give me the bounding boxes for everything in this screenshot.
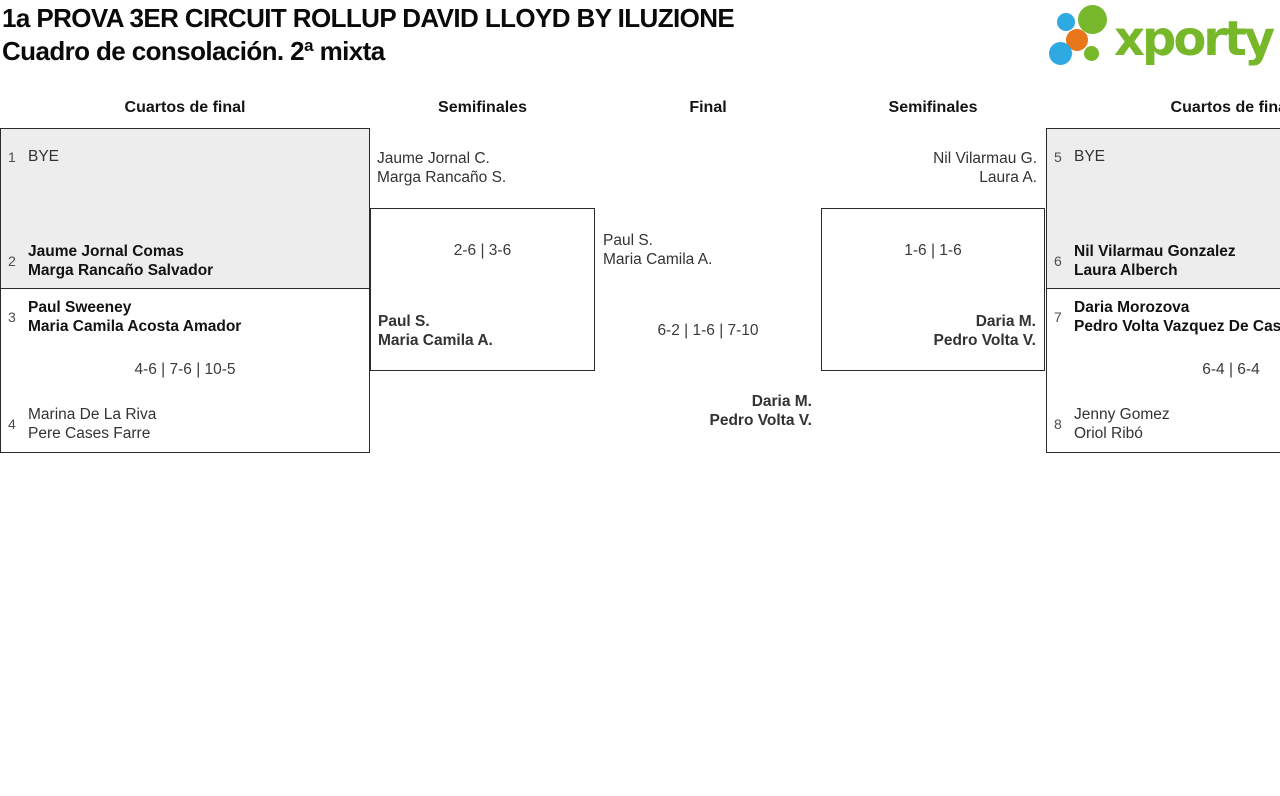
- player-name: Marga Rancaño Salvador: [28, 262, 214, 279]
- seed-number: 5: [1054, 148, 1062, 165]
- seed-number: 6: [1054, 253, 1062, 269]
- player-name: Maria Camila A.: [603, 251, 713, 268]
- pair-names-winner: Nil Vilarmau Gonzalez Laura Alberch: [1074, 242, 1236, 280]
- seed-number: 7: [1054, 309, 1062, 325]
- bracket-subtitle: Cuadro de consolación. 2ª mixta: [2, 36, 385, 66]
- pair-names-bye: BYE: [28, 147, 59, 166]
- pair-names-bye: BYE: [1074, 147, 1105, 166]
- logo-dot-blue-small-icon: [1057, 13, 1075, 31]
- player-name: Nil Vilarmau G.: [933, 150, 1037, 167]
- match-box-qf-right-bottom[interactable]: 7 Daria Morozova Pedro Volta Vazquez De …: [1046, 288, 1280, 453]
- player-name: Daria M.: [751, 393, 812, 410]
- player-name: Maria Camila A.: [378, 332, 493, 349]
- player-name: Paul S.: [603, 232, 653, 249]
- pair-names: Marina De La Riva Pere Cases Farre: [28, 405, 156, 443]
- player-name: Maria Camila Acosta Amador: [28, 318, 242, 335]
- logo-dot-orange-icon: [1066, 29, 1088, 51]
- player-name: BYE: [28, 148, 60, 165]
- player-name: BYE: [1074, 148, 1106, 165]
- player-name: Jaume Jornal C.: [377, 150, 490, 167]
- pair-names-winner: Daria M. Pedro Volta V.: [933, 312, 1036, 350]
- match-score: 6-4 | 6-4: [1202, 361, 1260, 378]
- pair-names-champion: Daria M. Pedro Volta V.: [709, 392, 812, 430]
- player-name: Paul Sweeney: [28, 299, 132, 316]
- match-box-sf-right[interactable]: 1-6 | 1-6 Daria M. Pedro Volta V.: [821, 208, 1045, 371]
- logo-dot-green-big-icon: [1078, 5, 1107, 34]
- match-score: 4-6 | 7-6 | 10-5: [134, 361, 236, 378]
- pair-names-sf-left-top: Jaume Jornal C. Marga Rancaño S.: [377, 149, 506, 187]
- player-name: Marina De La Riva: [28, 406, 157, 423]
- player-name: Pedro Volta Vazquez De Castro: [1074, 318, 1280, 335]
- player-name: Daria M.: [975, 313, 1036, 330]
- xporty-logo[interactable]: xporty: [1048, 2, 1280, 72]
- pair-names-final-top: Paul S. Maria Camila A.: [603, 231, 712, 269]
- match-score: 1-6 | 1-6: [904, 242, 962, 259]
- match-box-sf-left[interactable]: 2-6 | 3-6 Paul S. Maria Camila A.: [370, 208, 595, 371]
- match-box-qf-left-top[interactable]: 1 BYE 2 Jaume Jornal Comas Marga Rancaño…: [0, 128, 370, 289]
- player-name: Daria Morozova: [1074, 299, 1190, 316]
- seed-number: 2: [8, 253, 16, 269]
- round-header-semifinals-left: Semifinales: [438, 99, 527, 116]
- pair-names: Jenny Gomez Oriol Ribó: [1074, 405, 1170, 443]
- round-header-final: Final: [689, 99, 727, 116]
- player-name: Oriol Ribó: [1074, 425, 1143, 442]
- player-name: Laura Alberch: [1074, 262, 1178, 279]
- pair-names-winner: Jaume Jornal Comas Marga Rancaño Salvado…: [28, 242, 213, 280]
- match-score-final: 6-2 | 1-6 | 7-10: [657, 322, 759, 339]
- player-name: Paul S.: [378, 313, 430, 330]
- round-header-semifinals-right: Semifinales: [888, 99, 978, 116]
- tournament-title: 1a PROVA 3ER CIRCUIT ROLLUP DAVID LLOYD …: [2, 3, 735, 33]
- match-box-qf-right-top[interactable]: 5 BYE 6 Nil Vilarmau Gonzalez Laura Albe…: [1046, 128, 1280, 289]
- player-name: Marga Rancaño S.: [377, 169, 507, 186]
- player-name: Jaume Jornal Comas: [28, 243, 184, 260]
- player-name: Jenny Gomez: [1074, 406, 1170, 423]
- match-box-qf-left-bottom[interactable]: 3 Paul Sweeney Maria Camila Acosta Amado…: [0, 288, 370, 453]
- player-name: Pedro Volta V.: [709, 412, 812, 429]
- pair-names-winner: Paul Sweeney Maria Camila Acosta Amador: [28, 298, 241, 336]
- xporty-logo-text: xporty: [1114, 11, 1275, 67]
- seed-number: 4: [8, 416, 16, 432]
- logo-dot-green-small-icon: [1084, 46, 1099, 61]
- player-name: Pere Cases Farre: [28, 425, 151, 442]
- seed-number: 1: [8, 148, 16, 165]
- seed-number: 3: [8, 309, 16, 325]
- round-header-quarterfinals-left: Cuartos de final: [124, 99, 246, 116]
- player-name: Nil Vilarmau Gonzalez: [1074, 243, 1236, 260]
- pair-names-winner: Daria Morozova Pedro Volta Vazquez De Ca…: [1074, 298, 1280, 336]
- pair-names-winner: Paul S. Maria Camila A.: [378, 312, 493, 350]
- pair-names-sf-right-top: Nil Vilarmau G. Laura A.: [933, 149, 1037, 187]
- match-score: 2-6 | 3-6: [453, 242, 512, 259]
- round-header-quarterfinals-right: Cuartos de final: [1170, 99, 1280, 116]
- player-name: Laura A.: [979, 169, 1037, 186]
- player-name: Pedro Volta V.: [933, 332, 1036, 349]
- seed-number: 8: [1054, 416, 1062, 432]
- logo-dot-blue-big-icon: [1049, 42, 1072, 65]
